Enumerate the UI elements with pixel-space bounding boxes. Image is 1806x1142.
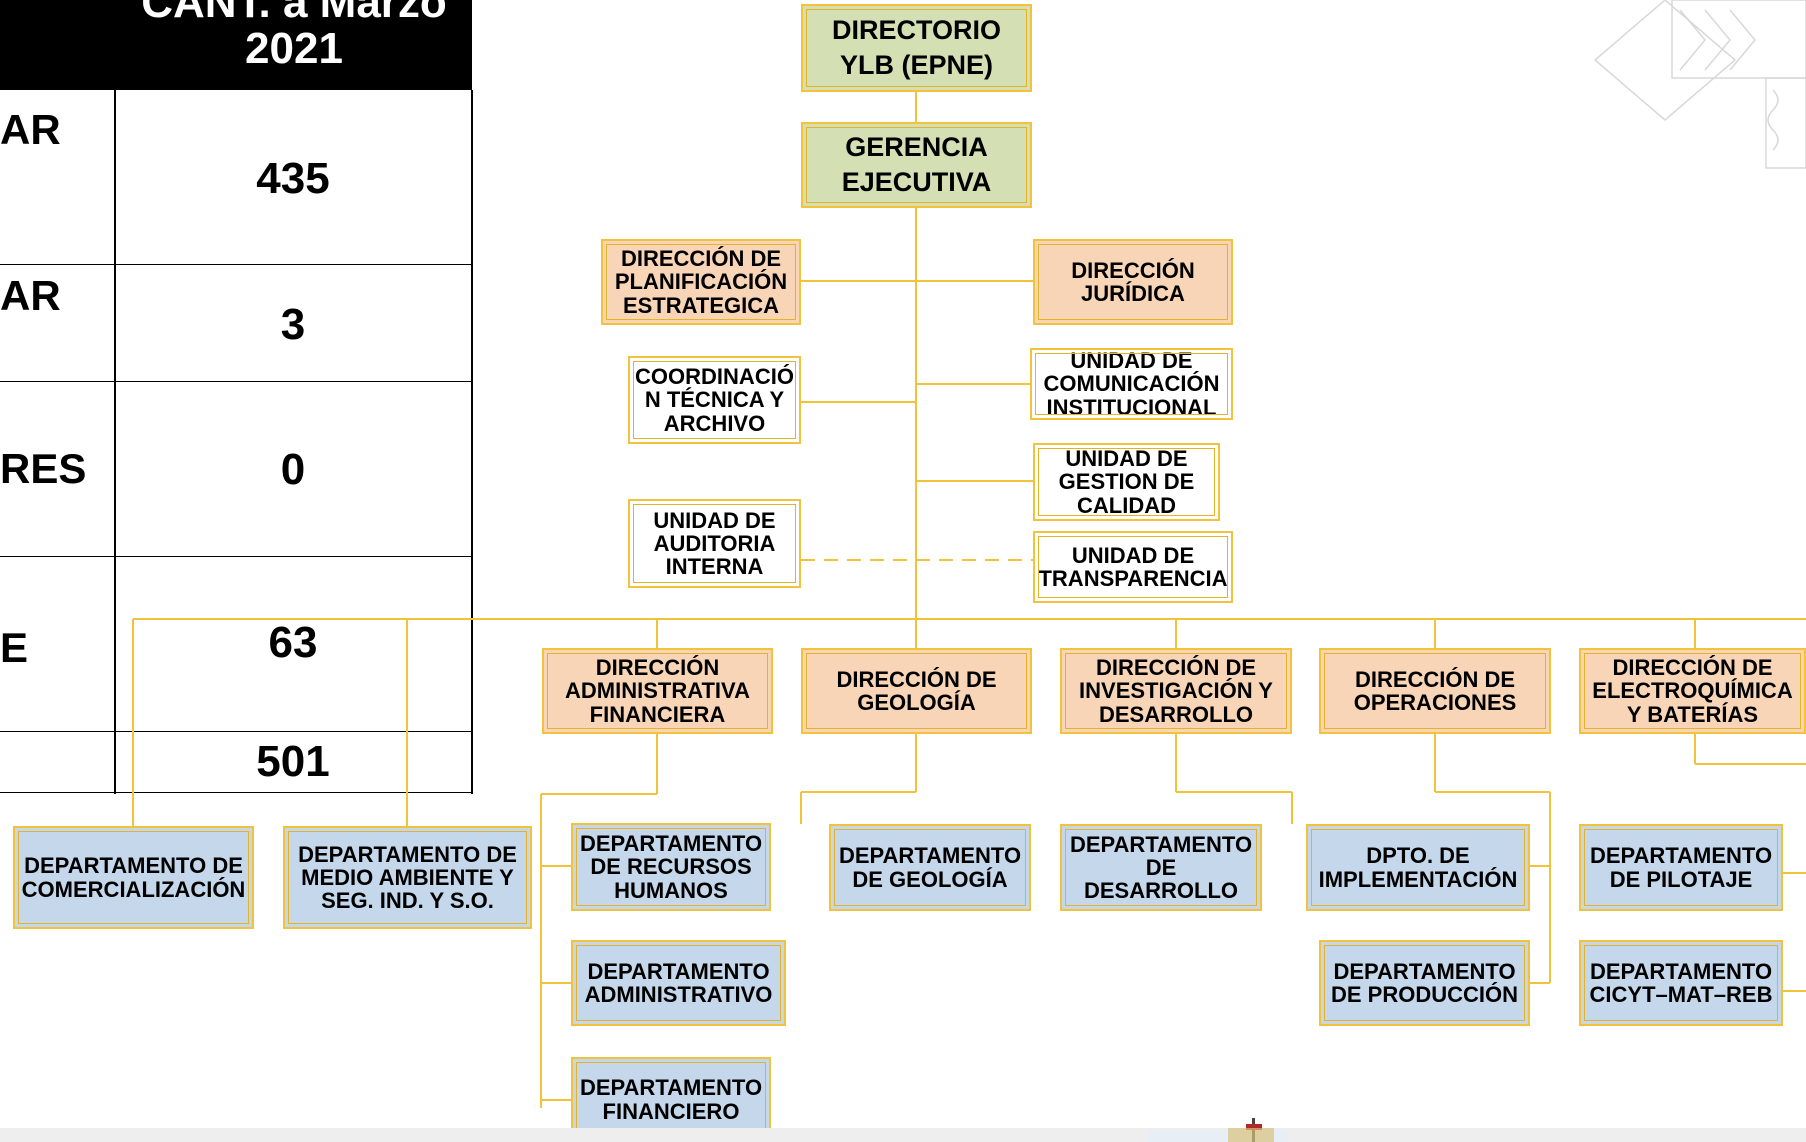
node-planificacion: DIRECCIÓN DE PLANIFICACIÓN ESTRATEGICA xyxy=(601,239,801,325)
node-auditoria: UNIDAD DE AUDITORIA INTERNA xyxy=(628,499,801,588)
node-dir-operaciones: DIRECCIÓN DE OPERACIONES xyxy=(1319,648,1551,734)
node-label: DEPARTAMENTO DE MEDIO AMBIENTE Y SEG. IN… xyxy=(298,841,517,914)
table-row: AR 435 xyxy=(0,90,472,265)
node-transparencia: UNIDAD DE TRANSPARENCIA xyxy=(1033,531,1233,603)
node-label: DIRECCIÓN DE ELECTROQUÍMICA Y BATERÍAS xyxy=(1592,655,1793,727)
table-row-value: 501 xyxy=(256,737,330,786)
node-label: DEPARTAMENTO FINANCIERO xyxy=(579,1075,763,1124)
node-dep-comercializacion: DEPARTAMENTO DE COMERCIALIZACIÓN xyxy=(13,826,254,929)
table-header: CANT. a Marzo 2021 xyxy=(0,0,472,90)
node-label: UNIDAD DE COMUNICACIÓN INSTITUCIONAL xyxy=(1043,348,1220,420)
table-row-label: E xyxy=(0,624,29,671)
table-row-value: 63 xyxy=(268,618,318,667)
node-dep-rrhh: DEPARTAMENTO DE RECURSOS HUMANOS xyxy=(571,823,771,911)
footer-strip xyxy=(0,1128,1806,1142)
node-dep-financiero: DEPARTAMENTO FINANCIERO xyxy=(571,1057,771,1142)
node-dep-medio-ambiente: DEPARTAMENTO DE MEDIO AMBIENTE Y SEG. IN… xyxy=(283,826,532,929)
node-dep-implementacion: DPTO. DE IMPLEMENTACIÓN xyxy=(1306,824,1530,911)
table-header-label: CANT. a Marzo 2021 xyxy=(141,0,447,73)
node-dir-investigacion: DIRECCIÓN DE INVESTIGACIÓN Y DESARROLLO xyxy=(1060,648,1292,734)
node-label: DEPARTAMENTO DE DESARROLLO xyxy=(1069,831,1253,904)
node-directorio: DIRECTORIO YLB (EPNE) xyxy=(801,4,1032,92)
emblem-icon xyxy=(1148,1118,1288,1142)
table-right-border xyxy=(471,90,473,794)
node-gerencia-ejecutiva: GERENCIA EJECUTIVA xyxy=(801,122,1032,208)
node-label: DEPARTAMENTO CICYT–MAT–REB xyxy=(1589,958,1773,1007)
node-label: DEPARTAMENTO ADMINISTRATIVO xyxy=(584,958,773,1007)
table-row: RES 0 xyxy=(0,381,472,557)
node-label: DIRECCIÓN ADMINISTRATIVA FINANCIERA xyxy=(565,655,750,727)
node-dir-geologia: DIRECCIÓN DE GEOLOGÍA xyxy=(801,648,1032,734)
node-label: DEPARTAMENTO DE PILOTAJE xyxy=(1589,843,1773,892)
node-label: DEPARTAMENTO DE GEOLOGÍA xyxy=(838,843,1022,892)
node-dep-cicyt: DEPARTAMENTO CICYT–MAT–REB xyxy=(1579,940,1783,1026)
decorative-pattern-icon xyxy=(1593,0,1806,169)
node-label: DIRECCIÓN JURÍDICA xyxy=(1071,257,1195,306)
node-label: DIRECCIÓN DE OPERACIONES xyxy=(1353,666,1517,715)
table-row-label: RES xyxy=(0,445,87,492)
node-label: DEPARTAMENTO DE PRODUCCIÓN xyxy=(1330,958,1518,1007)
node-label: UNIDAD DE GESTION DE CALIDAD xyxy=(1058,446,1195,518)
node-coordinacion-tecnica: COORDINACIÓ N TÉCNICA Y ARCHIVO xyxy=(628,356,801,444)
table-row: E 63 xyxy=(0,556,472,732)
node-label: DIRECCIÓN DE INVESTIGACIÓN Y DESARROLLO xyxy=(1079,655,1273,727)
node-label: UNIDAD DE TRANSPARENCIA xyxy=(1038,542,1228,591)
node-label: DIRECCIÓN DE PLANIFICACIÓN ESTRATEGICA xyxy=(614,246,788,318)
node-dep-desarrollo: DEPARTAMENTO DE DESARROLLO xyxy=(1060,824,1262,911)
table-row-total: 501 xyxy=(0,731,472,793)
node-label: DPTO. DE IMPLEMENTACIÓN xyxy=(1318,843,1518,892)
node-dir-electroquimica: DIRECCIÓN DE ELECTROQUÍMICA Y BATERÍAS xyxy=(1579,648,1806,734)
node-calidad: UNIDAD DE GESTION DE CALIDAD xyxy=(1033,443,1220,521)
table-row-value: 3 xyxy=(280,300,306,349)
node-label: COORDINACIÓ N TÉCNICA Y ARCHIVO xyxy=(635,364,794,436)
table-row-value: 435 xyxy=(256,154,330,203)
personnel-table: CANT. a Marzo 2021 AR 435 AR 3 RES 0 E 6… xyxy=(0,0,473,794)
node-label: GERENCIA EJECUTIVA xyxy=(841,132,992,197)
node-dep-pilotaje: DEPARTAMENTO DE PILOTAJE xyxy=(1579,824,1783,911)
node-label: DEPARTAMENTO DE COMERCIALIZACIÓN xyxy=(21,853,246,902)
table-row-label: AR xyxy=(0,272,61,319)
node-dir-administrativa: DIRECCIÓN ADMINISTRATIVA FINANCIERA xyxy=(542,648,773,734)
node-comunicacion: UNIDAD DE COMUNICACIÓN INSTITUCIONAL xyxy=(1030,348,1233,420)
table-row-value: 0 xyxy=(280,445,306,494)
table-column-divider xyxy=(114,90,116,794)
node-dep-produccion: DEPARTAMENTO DE PRODUCCIÓN xyxy=(1319,940,1530,1026)
node-dep-geologia: DEPARTAMENTO DE GEOLOGÍA xyxy=(829,824,1031,911)
table-row: AR 3 xyxy=(0,264,472,382)
node-label: UNIDAD DE AUDITORIA INTERNA xyxy=(653,507,776,580)
node-label: DIRECCIÓN DE GEOLOGÍA xyxy=(836,666,997,715)
node-label: DEPARTAMENTO DE RECURSOS HUMANOS xyxy=(579,831,763,903)
node-dep-administrativo: DEPARTAMENTO ADMINISTRATIVO xyxy=(571,940,786,1026)
node-label: DIRECTORIO YLB (EPNE) xyxy=(831,15,1001,80)
node-juridica: DIRECCIÓN JURÍDICA xyxy=(1033,239,1233,325)
table-row-label: AR xyxy=(0,106,61,153)
